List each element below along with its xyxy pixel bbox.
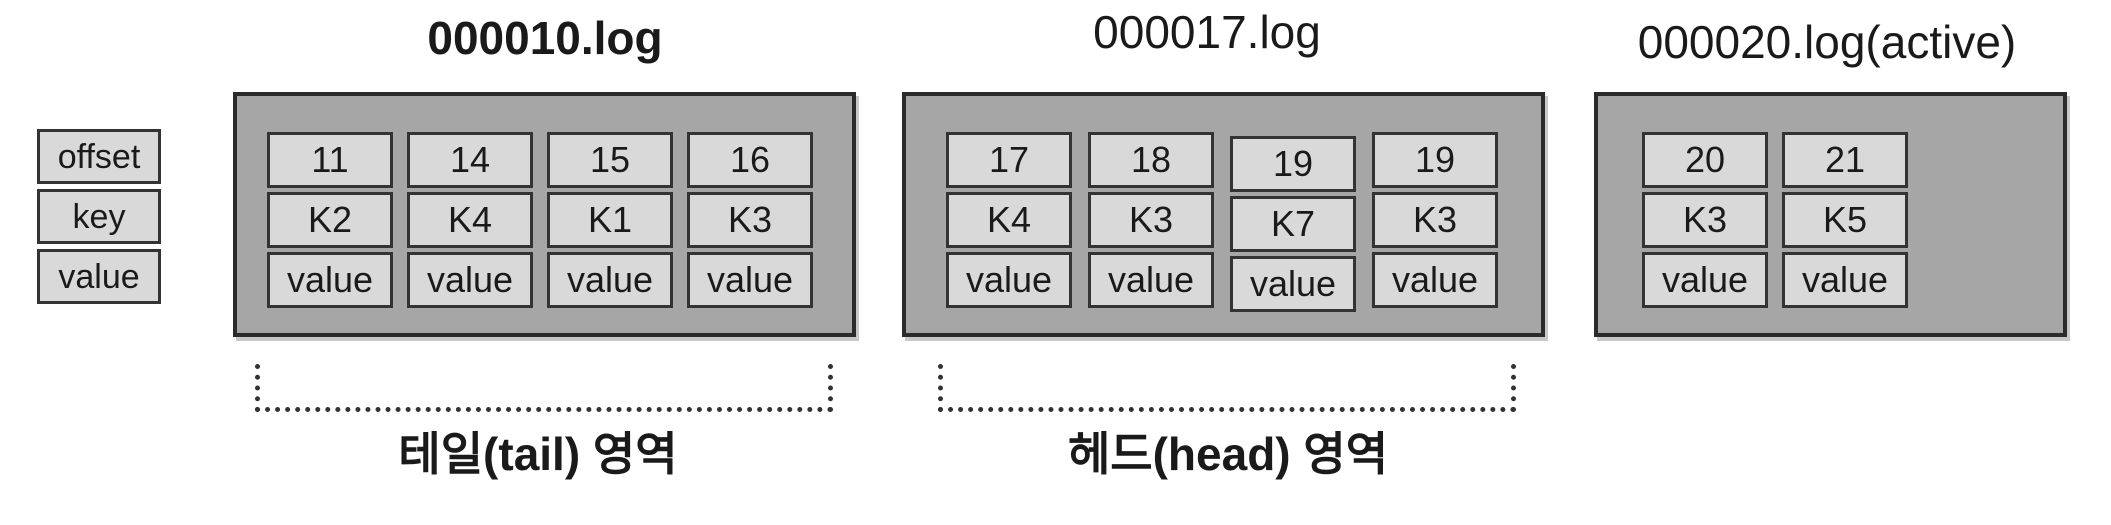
record-offset: 15 [547, 132, 673, 188]
record-value: value [1372, 252, 1498, 308]
segment-000017: 17 K4 value 18 K3 value 19 K7 value 19 K… [902, 92, 1545, 337]
legend-key: key [37, 189, 161, 244]
record-value: value [1642, 252, 1768, 308]
record: 16 K3 value [687, 132, 813, 312]
record-offset: 19 [1230, 136, 1356, 192]
record-key: K4 [946, 192, 1072, 248]
record-key: K5 [1782, 192, 1908, 248]
segment-000010: 11 K2 value 14 K4 value 15 K1 value 16 K… [233, 92, 856, 337]
record-value: value [1230, 256, 1356, 312]
record: 19 K3 value [1372, 132, 1498, 312]
record-offset: 17 [946, 132, 1072, 188]
record-key: K1 [547, 192, 673, 248]
record-offset: 20 [1642, 132, 1768, 188]
record: 21 K5 value [1782, 132, 1908, 312]
record-offset: 19 [1372, 132, 1498, 188]
record-legend: offset key value [37, 129, 165, 309]
record-value: value [1088, 252, 1214, 308]
record-key: K3 [1642, 192, 1768, 248]
record: 18 K3 value [1088, 132, 1214, 312]
legend-value: value [37, 249, 161, 304]
segment-title-000010: 000010.log [427, 12, 663, 64]
record-value: value [267, 252, 393, 308]
head-region-label: 헤드(head) 영역 [1067, 428, 1389, 480]
record-value: value [1782, 252, 1908, 308]
record-key: K4 [407, 192, 533, 248]
record-offset: 11 [267, 132, 393, 188]
record-offset: 18 [1088, 132, 1214, 188]
record-key: K3 [687, 192, 813, 248]
segment-title-000020-active: 000020.log(active) [1637, 16, 2017, 68]
record: 14 K4 value [407, 132, 533, 312]
tail-region-label: 테일(tail) 영역 [398, 428, 678, 480]
record-key: K7 [1230, 196, 1356, 252]
segment-title-000017: 000017.log [1093, 6, 1321, 58]
record-value: value [547, 252, 673, 308]
record-value: value [407, 252, 533, 308]
record-offset: 14 [407, 132, 533, 188]
record: 15 K1 value [547, 132, 673, 312]
record-key: K3 [1372, 192, 1498, 248]
tail-region-bracket [255, 364, 833, 412]
record-value: value [946, 252, 1072, 308]
record-offset: 21 [1782, 132, 1908, 188]
record: 20 K3 value [1642, 132, 1768, 312]
record: 11 K2 value [267, 132, 393, 312]
legend-offset: offset [37, 129, 161, 184]
record-key: K2 [267, 192, 393, 248]
record-key: K3 [1088, 192, 1214, 248]
head-region-bracket [938, 364, 1516, 412]
record: 19 K7 value [1230, 136, 1356, 316]
segment-000020-active: 20 K3 value 21 K5 value [1594, 92, 2067, 337]
record-offset: 16 [687, 132, 813, 188]
record-value: value [687, 252, 813, 308]
record: 17 K4 value [946, 132, 1072, 312]
